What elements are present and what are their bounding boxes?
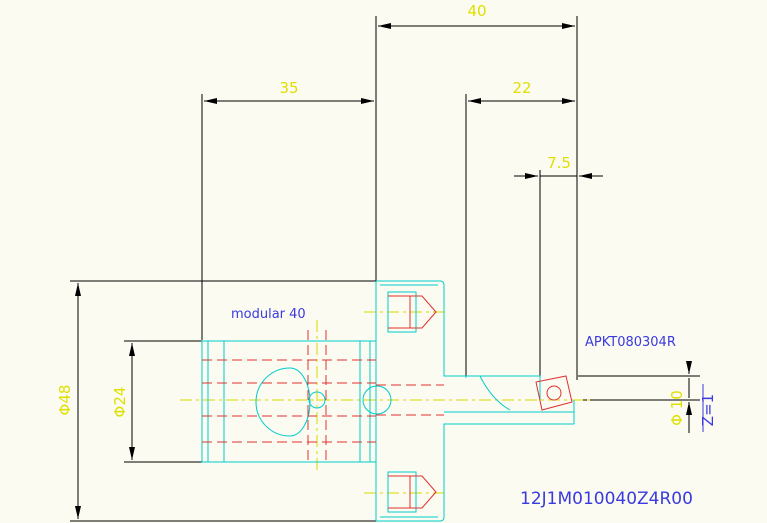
dim-7-5-label: 7.5 — [547, 154, 571, 172]
cutting-insert — [535, 375, 590, 411]
teeth-count-label: Z=1 — [699, 394, 717, 426]
dimension-d48: Φ48 — [56, 280, 376, 522]
dimension-d24: Φ24 — [111, 340, 210, 463]
dim-22-label: 22 — [512, 79, 531, 97]
dim-40-label: 40 — [467, 2, 486, 20]
centerlines — [180, 311, 590, 494]
dimension-7-5: 7.5 — [514, 154, 603, 378]
dimension-22: 22 — [465, 79, 575, 376]
part-code: 12J1M010040Z4R00 — [520, 489, 693, 509]
hidden-features — [202, 295, 444, 509]
dim-d48-label: Φ48 — [56, 385, 74, 416]
insert-label: APKT080304R — [585, 335, 676, 350]
modular-label: modular 40 — [231, 307, 306, 322]
dim-d24-label: Φ24 — [111, 387, 129, 418]
dimension-35: 35 — [201, 79, 374, 340]
dim-35-label: 35 — [279, 79, 298, 97]
dim-d10-label: Φ 10 — [668, 390, 686, 426]
dimension-d10: Φ 10 — [578, 361, 700, 433]
dimension-40: 40 — [375, 2, 578, 380]
